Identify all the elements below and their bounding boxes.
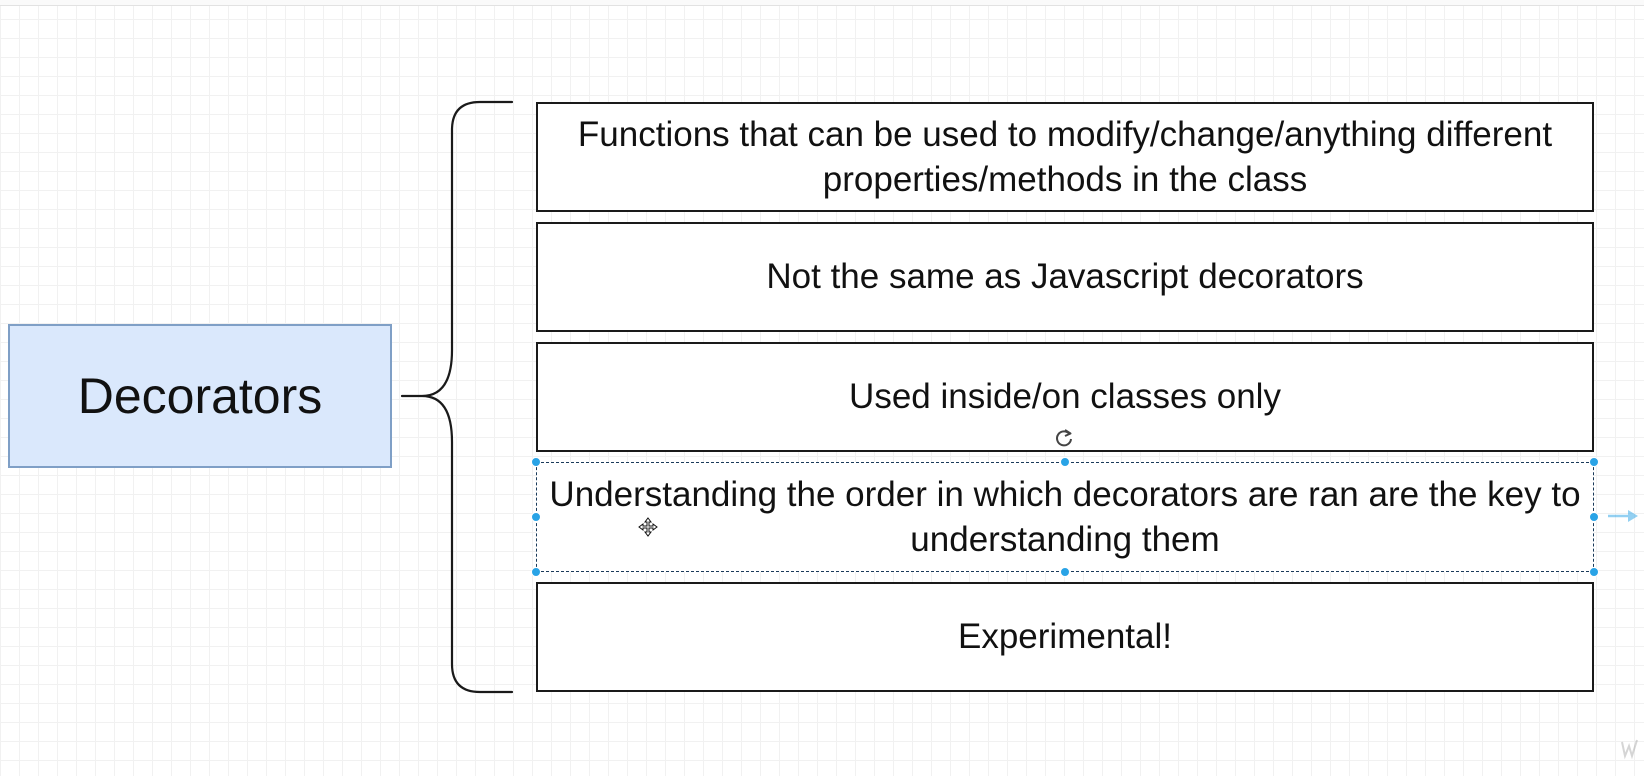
resize-handle-top-left[interactable] xyxy=(531,457,541,467)
canvas-top-edge xyxy=(0,0,1644,6)
topic-label: Decorators xyxy=(77,368,323,424)
item-box-experimental[interactable]: Experimental! xyxy=(536,582,1594,692)
move-icon xyxy=(638,517,658,537)
item-text: Used inside/on classes only xyxy=(849,377,1281,417)
item-text: Functions that can be used to modify/cha… xyxy=(577,114,1553,200)
item-text: Not the same as Javascript decorators xyxy=(766,257,1364,297)
connect-arrow-icon[interactable] xyxy=(1606,508,1640,524)
item-box-not-js-decorators[interactable]: Not the same as Javascript decorators xyxy=(536,222,1594,332)
topic-box-decorators[interactable]: Decorators xyxy=(8,324,392,468)
resize-handle-right[interactable] xyxy=(1589,512,1599,522)
resize-handle-bottom[interactable] xyxy=(1060,567,1070,577)
item-box-functions[interactable]: Functions that can be used to modify/cha… xyxy=(536,102,1594,212)
resize-handle-bottom-left[interactable] xyxy=(531,567,541,577)
resize-handle-top[interactable] xyxy=(1060,457,1070,467)
resize-handle-top-right[interactable] xyxy=(1589,457,1599,467)
resize-handle-left[interactable] xyxy=(531,512,541,522)
item-text: Experimental! xyxy=(958,617,1172,657)
item-text: Understanding the order in which decorat… xyxy=(549,474,1581,560)
resize-handle-bottom-right[interactable] xyxy=(1589,567,1599,577)
item-box-order-selected[interactable]: Understanding the order in which decorat… xyxy=(536,462,1594,572)
rotate-icon[interactable] xyxy=(1053,427,1075,449)
curly-brace-connector xyxy=(400,100,514,694)
watermark-icon xyxy=(1621,739,1638,760)
item-box-classes-only[interactable]: Used inside/on classes only xyxy=(536,342,1594,452)
